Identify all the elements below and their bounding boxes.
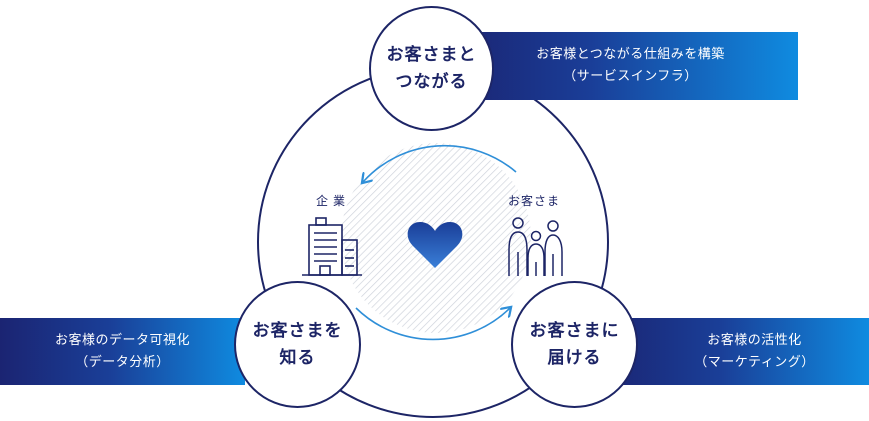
banner-service-infra: お客様とつながる仕組みを構築 （サービスインフラ） bbox=[453, 32, 798, 100]
node-top-line2: つながる bbox=[395, 71, 468, 92]
cycle-arrow-icon bbox=[355, 308, 510, 341]
banner-marketing: お客様の活性化 （マーケティング） bbox=[600, 318, 869, 385]
customer-label: お客さま bbox=[508, 194, 561, 208]
node-connect: お客さまと つながる bbox=[369, 6, 494, 131]
node-left-line2: 知る bbox=[279, 347, 316, 368]
node-right-line2: 届ける bbox=[547, 347, 602, 368]
node-deliver: お客さまに 届ける bbox=[511, 281, 638, 408]
node-top-line1: お客さまと bbox=[386, 44, 477, 65]
banner-right-line1: お客様の活性化 bbox=[707, 332, 802, 348]
banner-top-line1: お客様とつながる仕組みを構築 bbox=[536, 47, 725, 62]
people-icon bbox=[508, 217, 563, 276]
node-right-line1: お客さまに bbox=[529, 320, 620, 341]
banner-left-line2: （データ分析） bbox=[75, 354, 170, 370]
heart-icon bbox=[407, 222, 463, 268]
cycle-arrow-icon bbox=[363, 144, 517, 182]
banner-data-analysis: お客様のデータ可視化 （データ分析） bbox=[0, 318, 245, 385]
banner-right-line2: （マーケティング） bbox=[694, 354, 815, 370]
banner-top-line2: （サービスインフラ） bbox=[563, 69, 698, 84]
company-label: 企業 bbox=[316, 194, 351, 208]
node-left-line1: お客さまを bbox=[252, 320, 343, 341]
building-icon bbox=[302, 217, 362, 276]
node-know: お客さまを 知る bbox=[234, 281, 361, 408]
banner-left-line1: お客様のデータ可視化 bbox=[54, 332, 190, 348]
